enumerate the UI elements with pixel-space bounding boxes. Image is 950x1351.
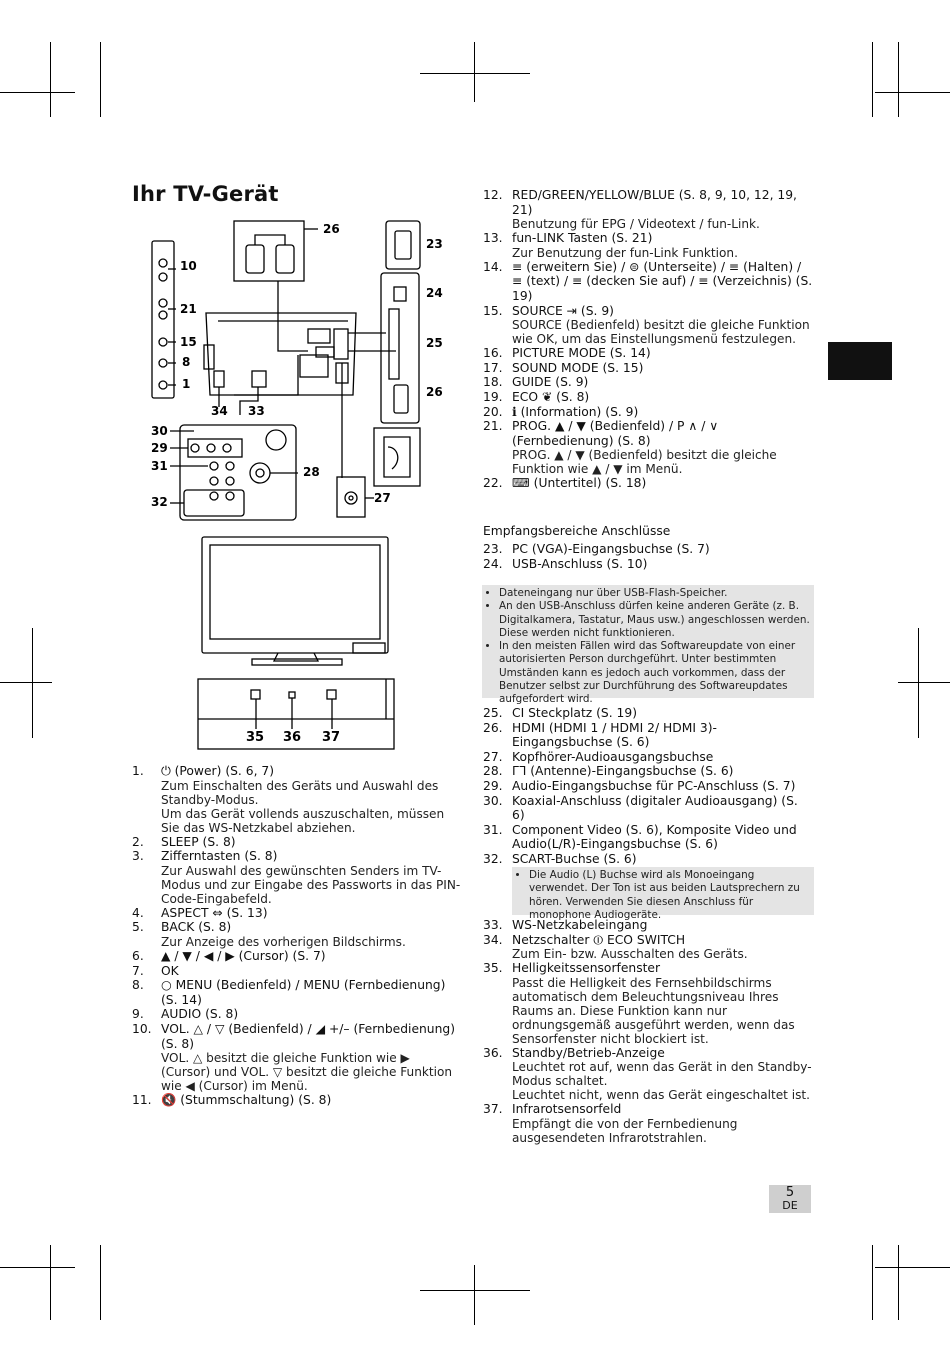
audio-note: Die Audio (L) Buchse wird als Monoeingan… — [512, 867, 814, 921]
list-item: 33.WS-Netzkabeleingang — [483, 918, 648, 932]
list-item: 16.PICTURE MODE (S. 14) — [483, 346, 651, 361]
list-item: 15.SOURCE ⇥ (S. 9)SOURCE (Bedienfeld) be… — [483, 303, 810, 347]
list-item: 25.CI Steckplatz (S. 19) — [483, 706, 638, 720]
diagram-label: 31 — [151, 459, 168, 473]
diagram-label: 25 — [426, 336, 443, 350]
list-item: 6.▲ / ▼ / ◀ / ▶ (Cursor) (S. 7) — [132, 948, 326, 963]
page-language: DE — [782, 1199, 798, 1212]
list-item: 9.AUDIO (S. 8) — [132, 1007, 239, 1022]
note-bullet: In den meisten Fällen wird das Softwareu… — [499, 640, 810, 706]
list-item: 21.PROG. ▲ / ▼ (Bedienfeld) / P ∧ / ∨ (F… — [483, 419, 777, 477]
page-number: 5 — [785, 1185, 795, 1200]
list-item: 22.⌨ (Untertitel) (S. 18) — [483, 476, 647, 491]
language-tab-marker — [828, 342, 892, 380]
note-bullet: Die Audio (L) Buchse wird als Monoeingan… — [529, 869, 810, 922]
list-item: 5.BACK (S. 8)Zur Anzeige des vorherigen … — [132, 920, 406, 949]
diagram-label: 21 — [180, 302, 197, 316]
tv-front-illustration — [201, 536, 389, 654]
left-item-list: 1.⏻ (Power) (S. 6, 7)Zum Einschalten des… — [132, 764, 462, 1108]
diagram-label: 26 — [426, 385, 443, 399]
list-item: 24.USB-Anschluss (S. 10) — [483, 556, 648, 571]
diagram-label: 24 — [426, 286, 443, 300]
list-item: 4.ASPECT ⇔ (S. 13) — [132, 905, 268, 920]
diagram-label: 35 — [246, 730, 264, 745]
list-item: 20.ℹ (Information) (S. 9) — [483, 404, 639, 419]
list-item: 18.GUIDE (S. 9) — [483, 375, 589, 390]
diagram-label: 28 — [303, 465, 320, 479]
list-item: 17.SOUND MODE (S. 15) — [483, 360, 644, 375]
diagram-label: 26 — [323, 222, 340, 236]
list-item: 10.VOL. △ / ▽ (Bedienfeld) / ◢ +/– (Fern… — [132, 1021, 455, 1094]
section-heading: Empfangsbereiche Anschlüsse — [483, 524, 671, 538]
list-item: 8.○ MENU (Bedienfeld) / MENU (Fernbedien… — [132, 978, 446, 1007]
note-bullet: Dateneingang nur über USB-Flash-Speicher… — [499, 587, 810, 600]
list-item: 31.Component Video (S. 6), Komposite Vid… — [483, 822, 797, 852]
list-item: 14.≡ (erweitern Sie) / ⊜ (Unterseite) / … — [483, 259, 813, 303]
diagram-label: 34 — [211, 404, 228, 418]
list-item: 26.HDMI (HDMI 1 / HDMI 2/ HDMI 3)-Eingan… — [483, 720, 717, 750]
page-title: Ihr TV-Gerät — [132, 182, 279, 206]
diagram-label: 23 — [426, 237, 443, 251]
list-item: 7.OK — [132, 963, 179, 978]
diagram-label: 29 — [151, 441, 168, 455]
list-item: 3.Zifferntasten (S. 8)Zur Auswahl des ge… — [132, 849, 461, 906]
right-item-list-d: 33.WS-Netzkabeleingang 34.Netzschalter ⏼… — [483, 918, 813, 1145]
diagram-label: 15 — [180, 335, 197, 349]
tv-connections-diagram: 1 8 15 21 10 26 23 24 25 26 34 33 30 29 … — [151, 220, 443, 750]
right-item-list-b: 23.PC (VGA)-Eingangsbuchse (S. 7) 24.USB… — [483, 542, 813, 571]
list-item: 23.PC (VGA)-Eingangsbuchse (S. 7) — [483, 542, 710, 556]
right-item-list-a: 12.RED/GREEN/YELLOW/BLUE (S. 8, 9, 10, 1… — [483, 188, 813, 491]
diagram-label: 30 — [151, 424, 168, 438]
diagram-label: 37 — [322, 730, 340, 745]
diagram-label: 33 — [248, 404, 265, 418]
diagram-label: 32 — [151, 495, 168, 509]
list-item: 28.ᒥᒣ (Antenne)-Eingangsbuchse (S. 6) — [483, 764, 734, 779]
list-item: 29.Audio-Eingangsbuchse für PC-Anschluss… — [483, 778, 796, 793]
usb-note: Dateneingang nur über USB-Flash-Speicher… — [482, 585, 814, 705]
right-item-list-c: 25.CI Steckplatz (S. 19) 26.HDMI (HDMI 1… — [483, 706, 813, 867]
diagram-label: 36 — [283, 730, 301, 745]
note-bullet: An den USB-Anschluss dürfen keine andere… — [499, 600, 810, 640]
diagram-label: 1 — [182, 377, 190, 391]
list-item: 13.fun-LINK Tasten (S. 21)Zur Benutzung … — [483, 231, 738, 260]
diagram-label: 10 — [180, 259, 197, 273]
side-control-panel — [151, 240, 175, 399]
list-item: 1.⏻ (Power) (S. 6, 7)Zum Einschalten des… — [132, 764, 445, 835]
diagram-label: 8 — [182, 355, 190, 369]
list-item: 30.Koaxial-Anschluss (digitaler Audioaus… — [483, 793, 798, 823]
list-item: 2.SLEEP (S. 8) — [132, 834, 236, 849]
list-item: 19.ECO ❦ (S. 8) — [483, 389, 590, 404]
list-item: 27.Kopfhörer-Audioausgangsbuchse — [483, 749, 714, 764]
page-number-box: 5 DE — [769, 1185, 811, 1213]
list-item: 12.RED/GREEN/YELLOW/BLUE (S. 8, 9, 10, 1… — [483, 188, 797, 232]
list-item: 32.SCART-Buchse (S. 6) — [483, 851, 637, 866]
list-item: 11.🔇 (Stummschaltung) (S. 8) — [132, 1093, 332, 1108]
diagram-label: 27 — [374, 491, 391, 505]
